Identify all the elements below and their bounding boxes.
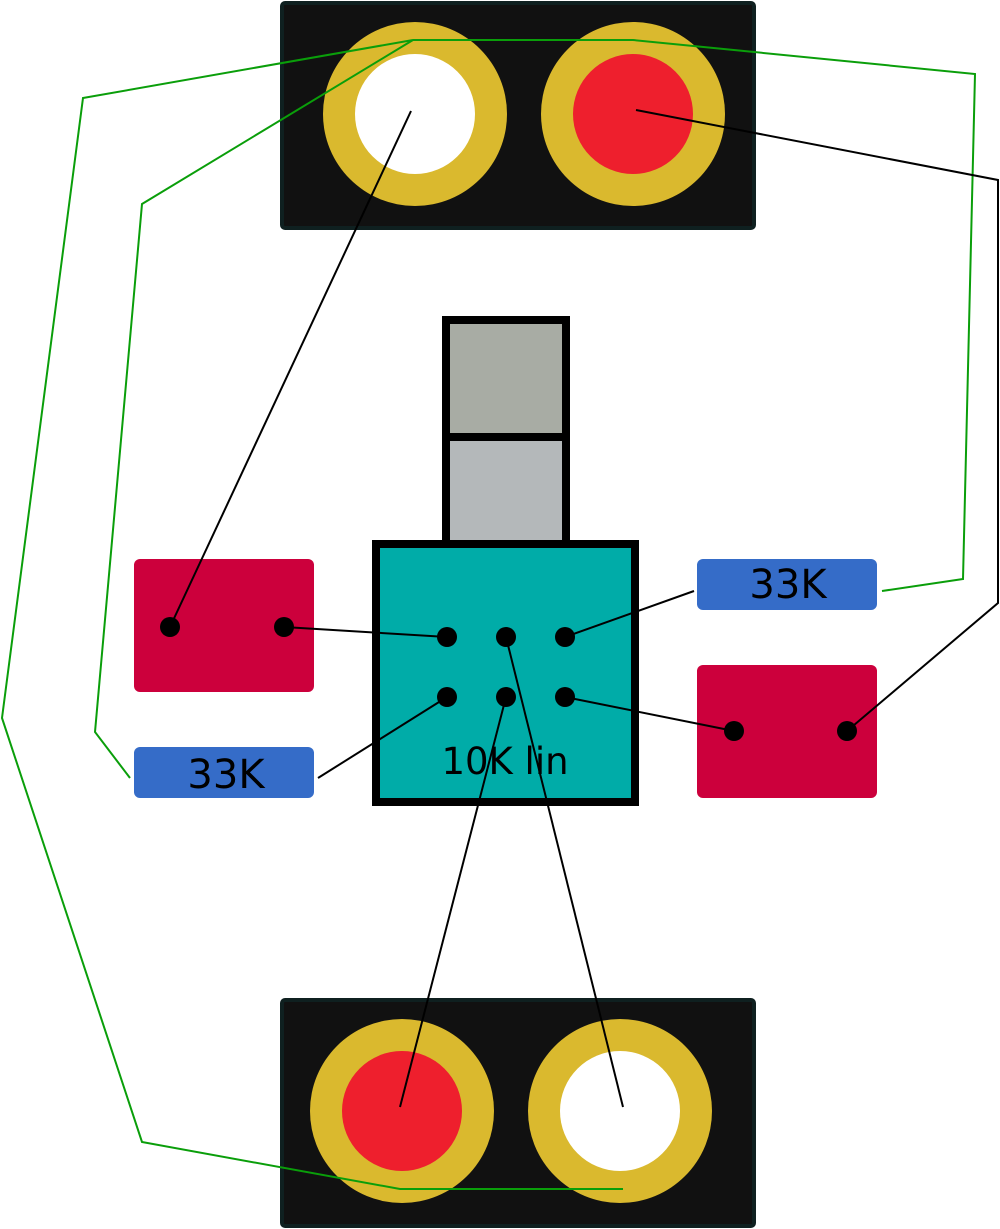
black-wire-pot-to-right-red-resistor (564, 696, 735, 732)
resistor-left-blue: 33K (134, 747, 314, 798)
pot-pin-bottom-left (437, 687, 457, 707)
pot-shaft-upper (442, 316, 570, 441)
right-red-resistor-pin-2 (837, 721, 857, 741)
pot-pin-bottom-middle (496, 687, 516, 707)
pot-pin-top-right (555, 627, 575, 647)
top-left-jack-center-white (355, 54, 475, 174)
bottom-right-jack-center-white (560, 1051, 680, 1171)
bottom-right-jack (528, 1019, 712, 1203)
left-red-resistor-pin-2 (274, 617, 294, 637)
top-left-jack (323, 22, 507, 206)
pot-pin-top-middle (496, 627, 516, 647)
bottom-left-jack (310, 1019, 494, 1203)
resistor-right-blue-body (697, 559, 877, 610)
pot-shaft-lower (442, 433, 570, 548)
black-wire-pot-to-bottom-right-jack (505, 636, 624, 1108)
pot-pin-bottom-right (555, 687, 575, 707)
black-wire-top-right-jack-to-right-red-resistor (635, 109, 999, 732)
resistor-right-red (697, 665, 877, 798)
pins (160, 617, 857, 741)
potentiometer: 10K lin (372, 316, 639, 806)
resistor-left-red (134, 559, 314, 692)
green-wires (0, 39, 977, 1190)
bottom-jack-panel (280, 998, 756, 1228)
top-jack-panel (280, 1, 756, 230)
pot-pin-top-left (437, 627, 457, 647)
resistor-right-blue-label: 33K (749, 562, 828, 608)
black-wire-left-blue-resistor-to-pot (317, 696, 448, 779)
green-wire-inner-left (93, 39, 414, 779)
black-wire-pot-to-bottom-left-jack (399, 696, 507, 1108)
black-wire-left-red-resistor-to-pot (283, 626, 448, 638)
pot-body (372, 540, 639, 806)
green-wire-right (413, 39, 977, 592)
black-wires (169, 109, 999, 1108)
resistor-left-blue-label: 33K (187, 752, 266, 798)
green-wire-outer-left (0, 39, 623, 1190)
resistor-right-red-body (697, 665, 877, 798)
resistor-right-blue: 33K (697, 559, 877, 610)
black-wire-pot-to-right-blue-resistor (564, 590, 695, 638)
top-right-jack-center-red (573, 54, 693, 174)
resistor-left-blue-body (134, 747, 314, 798)
resistor-left-red-body (134, 559, 314, 692)
left-red-resistor-pin-1 (160, 617, 180, 637)
bottom-left-jack-center-red (342, 1051, 462, 1171)
top-right-jack (541, 22, 725, 206)
black-wire-top-left-jack-to-left-red-resistor (169, 110, 412, 628)
right-red-resistor-pin-1 (724, 721, 744, 741)
pot-label: 10K lin (441, 740, 568, 783)
